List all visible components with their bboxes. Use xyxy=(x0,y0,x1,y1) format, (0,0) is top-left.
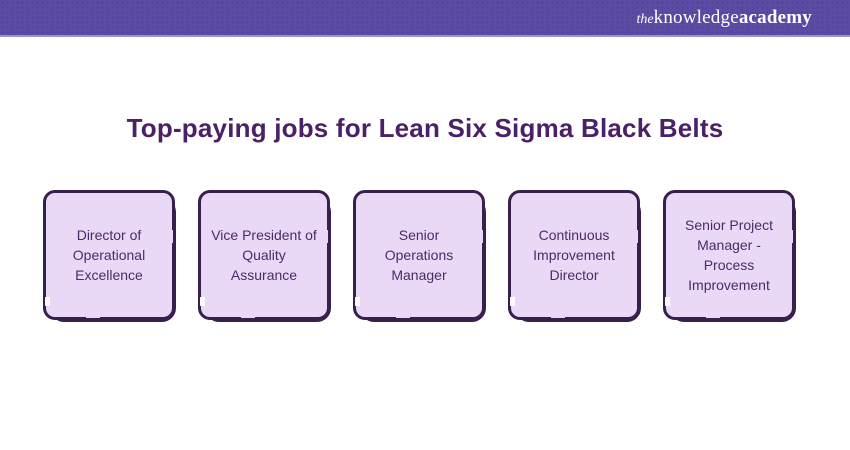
card-face: Vice President of Quality Assurance xyxy=(198,190,330,320)
notch-left xyxy=(355,297,360,306)
job-card: Senior Operations Manager xyxy=(353,190,486,322)
job-card: Continuous Improvement Director xyxy=(508,190,641,322)
cards-row: Director of Operational Excellence Vice … xyxy=(43,190,796,322)
notch-bottom xyxy=(241,313,255,318)
job-card-label: Senior Operations Manager xyxy=(384,227,454,283)
page-title: Top-paying jobs for Lean Six Sigma Black… xyxy=(126,113,724,144)
job-card-label: Continuous Improvement Director xyxy=(533,227,615,283)
notch-bottom xyxy=(551,313,565,318)
notch-bottom xyxy=(396,313,410,318)
notch-right xyxy=(788,230,793,243)
notch-left xyxy=(45,297,50,306)
logo-the: the xyxy=(636,12,654,27)
notch-left xyxy=(200,297,205,306)
notch-left xyxy=(510,297,515,306)
card-face: Senior Project Manager - Process Improve… xyxy=(663,190,795,320)
job-card: Senior Project Manager - Process Improve… xyxy=(663,190,796,322)
card-face: Senior Operations Manager xyxy=(353,190,485,320)
job-card-label: Senior Project Manager - Process Improve… xyxy=(685,217,773,293)
notch-left xyxy=(665,297,670,306)
notch-right xyxy=(168,230,173,243)
notch-right xyxy=(633,230,638,243)
card-face: Continuous Improvement Director xyxy=(508,190,640,320)
job-card-label: Director of Operational Excellence xyxy=(72,227,146,283)
job-card: Vice President of Quality Assurance xyxy=(198,190,331,322)
notch-right xyxy=(323,230,328,243)
notch-bottom xyxy=(86,313,100,318)
job-card: Director of Operational Excellence xyxy=(43,190,176,322)
card-face: Director of Operational Excellence xyxy=(43,190,175,320)
logo-knowledge: knowledge xyxy=(653,7,739,28)
notch-bottom xyxy=(706,313,720,318)
logo-academy: academy xyxy=(738,7,812,28)
brand-logo: theknowledgeacademy xyxy=(637,8,812,27)
job-card-label: Vice President of Quality Assurance xyxy=(211,227,317,283)
header-bar: theknowledgeacademy xyxy=(0,0,850,37)
notch-right xyxy=(478,230,483,243)
